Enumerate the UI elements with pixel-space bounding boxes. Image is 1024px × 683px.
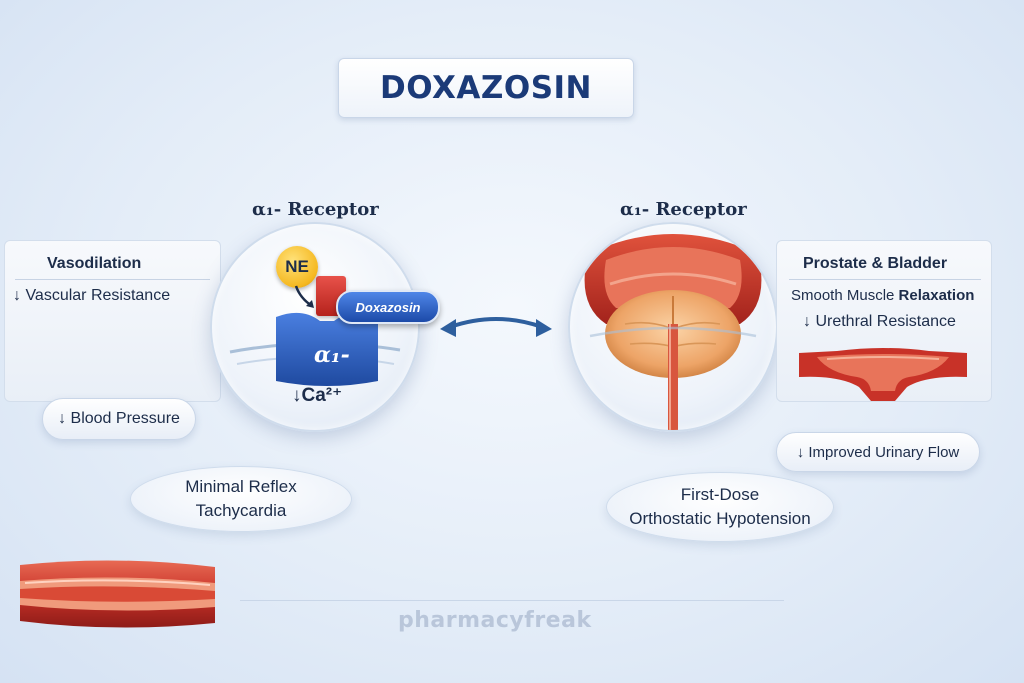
alpha1-receptor-icon bbox=[276, 312, 378, 386]
prostate-bladder-title: Prostate & Bladder bbox=[803, 255, 948, 272]
vasodilation-title: Vasodilation bbox=[47, 255, 142, 272]
urethral-resistance-text: ↓ Urethral Resistance bbox=[803, 313, 956, 330]
bladder-neck-icon bbox=[799, 348, 967, 401]
relaxation-label: Relaxation bbox=[898, 287, 975, 304]
panel-divider bbox=[789, 279, 981, 280]
left-receptor-label: α₁- Receptor bbox=[252, 199, 379, 220]
blood-vessel-icon bbox=[20, 560, 215, 628]
doxazosin-drug-label: Doxazosin bbox=[355, 299, 421, 315]
blood-pressure-pill: ↓ Blood Pressure bbox=[42, 398, 196, 440]
urinary-flow-pill: ↓ Improved Urinary Flow bbox=[776, 432, 980, 472]
double-arrow-icon bbox=[440, 317, 552, 337]
first-dose-line: First-Dose bbox=[680, 485, 760, 504]
panel-divider bbox=[15, 279, 210, 280]
vascular-resistance-text: ↓ Vascular Resistance bbox=[13, 287, 171, 304]
smooth-muscle-label: Smooth Muscle bbox=[791, 287, 899, 304]
reflex-tachycardia-line2: Tachycardia bbox=[195, 501, 287, 520]
prostate-bladder-icon bbox=[584, 234, 762, 430]
reflex-tachycardia-oval: Minimal Reflex Tachycardia bbox=[130, 466, 352, 532]
title-box: DOXAZOSIN bbox=[338, 58, 634, 118]
reflex-tachycardia-line1: Minimal Reflex bbox=[185, 477, 297, 496]
right-receptor-label: α₁- Receptor bbox=[620, 199, 747, 220]
calcium-decrease-label: ↓Ca²⁺ bbox=[292, 385, 343, 406]
page-title: DOXAZOSIN bbox=[379, 70, 592, 106]
prostate-bladder-panel: Prostate & Bladder Smooth Muscle Relaxat… bbox=[776, 240, 992, 402]
vasodilation-panel: Vasodilation ↓ Vascular Resistance bbox=[4, 240, 221, 628]
watermark: pharmacyfreak bbox=[398, 608, 592, 633]
receptor-mechanism-circle: α₁- NE Doxazosin ↓Ca²⁺ bbox=[210, 222, 440, 432]
ne-molecule-icon: NE bbox=[276, 246, 318, 288]
orthostatic-hypotension-line: Orthostatic Hypotension bbox=[629, 509, 811, 528]
prostate-circle bbox=[568, 222, 778, 432]
ne-label: NE bbox=[285, 257, 309, 276]
smooth-muscle-text: Smooth Muscle Relaxation bbox=[791, 287, 974, 304]
doxazosin-drug-capsule: Doxazosin bbox=[336, 290, 440, 324]
orthostatic-hypotension-oval: First-Dose Orthostatic Hypotension bbox=[606, 472, 834, 542]
binding-arrow-icon bbox=[294, 285, 314, 308]
footer-divider bbox=[240, 600, 784, 601]
receptor-symbol: α₁- bbox=[314, 342, 350, 368]
